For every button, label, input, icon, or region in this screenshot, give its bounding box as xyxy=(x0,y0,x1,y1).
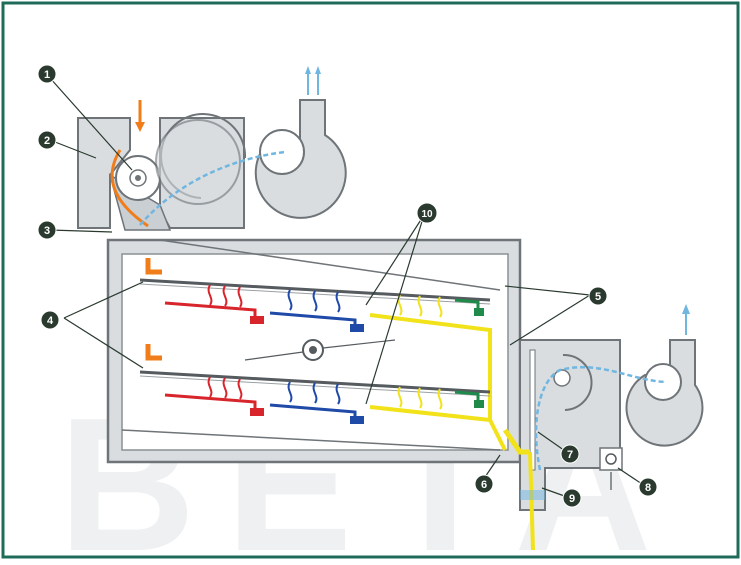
svg-text:1: 1 xyxy=(44,69,50,81)
air-flow-top xyxy=(139,150,286,226)
marker-9: 9 xyxy=(562,488,582,508)
svg-text:5: 5 xyxy=(595,291,601,303)
svg-text:9: 9 xyxy=(569,493,575,505)
marker-4: 4 xyxy=(40,310,60,330)
marker-7: 7 xyxy=(560,444,580,464)
svg-text:6: 6 xyxy=(481,479,487,491)
svg-text:7: 7 xyxy=(567,449,573,461)
marker-1: 1 xyxy=(37,64,57,84)
feed-inlet-upper xyxy=(145,258,162,275)
leader-lines xyxy=(49,77,646,499)
marker-5: 5 xyxy=(588,286,608,306)
product-discharge xyxy=(502,428,530,455)
lower-conveyor xyxy=(139,344,507,451)
circulation-fan xyxy=(244,339,396,361)
product-outflow xyxy=(528,451,535,551)
rotary-valve xyxy=(520,490,545,500)
svg-text:4: 4 xyxy=(47,315,54,327)
marker-8: 8 xyxy=(638,477,658,497)
feed-inlet-lower xyxy=(145,344,162,361)
svg-text:8: 8 xyxy=(645,482,651,494)
svg-text:3: 3 xyxy=(44,225,50,237)
outlet-section xyxy=(519,339,623,511)
feed-hopper xyxy=(77,113,247,231)
svg-text:2: 2 xyxy=(44,135,50,147)
upper-conveyor xyxy=(139,258,492,420)
marker-2: 2 xyxy=(37,130,57,150)
marker-6: 6 xyxy=(474,474,494,494)
marker-10: 10 xyxy=(416,202,438,224)
air-flow-outlet xyxy=(534,365,666,471)
feed-path xyxy=(110,149,149,228)
top-exhaust-fan xyxy=(254,66,347,219)
marker-3: 3 xyxy=(37,220,57,240)
svg-text:10: 10 xyxy=(421,209,433,220)
